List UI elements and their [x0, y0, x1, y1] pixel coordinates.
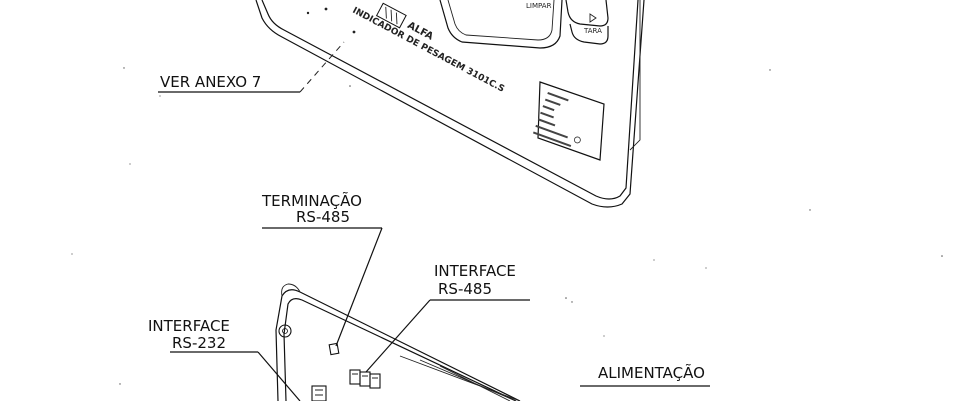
interface232-label: INTERFACE	[148, 317, 230, 335]
interface485-label-2: RS-485	[438, 280, 492, 298]
terminacao-label: TERMINAÇÃO	[261, 191, 362, 210]
interface232-callout: INTERFACE RS-232	[148, 317, 301, 401]
tara-key: TARA	[565, 0, 609, 45]
terminacao-leader	[335, 227, 383, 347]
indicator-front-view: ALFA INDICADOR DE PESAGEM 3101C.S TARA L…	[255, 0, 645, 208]
terminacao-label-2: RS-485	[296, 208, 350, 226]
screw-icon	[278, 324, 292, 338]
alimentacao-label: ALIMENTAÇÃO	[598, 363, 705, 382]
interface232-leader	[257, 351, 301, 401]
indicator-rear-view	[275, 283, 521, 401]
rs485-termination-jumper	[328, 342, 340, 356]
interface485-label: INTERFACE	[434, 262, 516, 280]
interface232-label-2: RS-232	[172, 334, 226, 352]
info-label	[532, 81, 605, 161]
key-label: LIMPAR	[526, 2, 552, 10]
svg-text:TARA: TARA	[583, 27, 602, 35]
alimentacao-callout: ALIMENTAÇÃO	[580, 363, 710, 387]
terminacao-callout: TERMINAÇÃO RS-485	[261, 191, 383, 347]
interface485-callout: INTERFACE RS-485	[365, 262, 530, 373]
ver-anexo-label: VER ANEXO 7	[160, 73, 261, 91]
interface485-leader	[365, 299, 431, 373]
ver-anexo-leader	[299, 41, 345, 93]
scan-noise	[71, 67, 943, 385]
rs485-connector	[349, 369, 381, 389]
rs232-connector	[311, 385, 327, 401]
model-text: INDICADOR DE PESAGEM 3101C.S	[351, 6, 506, 95]
ver-anexo-callout: VER ANEXO 7	[158, 41, 345, 93]
